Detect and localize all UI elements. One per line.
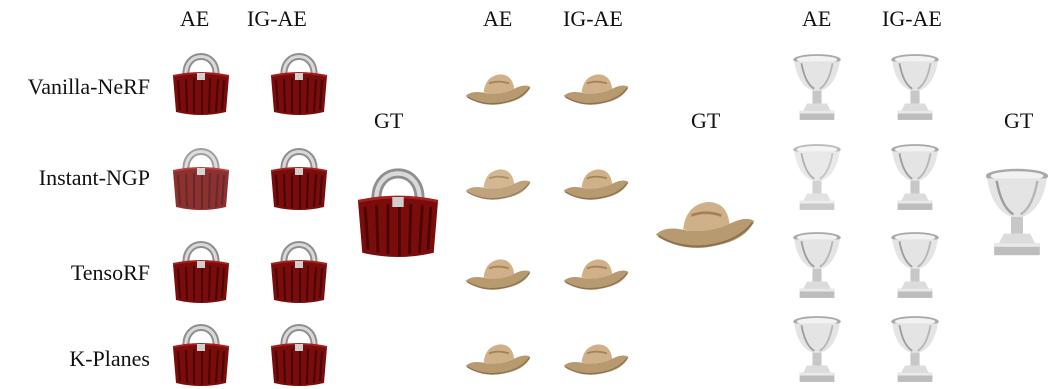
row-label-instant-ngp: Instant-NGP xyxy=(38,165,150,190)
bag-ae-k-planes xyxy=(166,313,236,389)
urn-ae-tensorf xyxy=(785,228,849,302)
row-label-k-planes: K-Planes xyxy=(69,346,150,371)
header-gt-urn: GT xyxy=(1004,108,1034,133)
bag-igae-instant-ngp xyxy=(264,137,334,213)
bag-ae-instant-ngp xyxy=(166,137,236,213)
row-label-vanilla-nerf: Vanilla-NeRF xyxy=(27,74,150,99)
bag-ae-vanilla-nerf xyxy=(166,42,236,118)
urn-ae-vanilla-nerf xyxy=(785,50,849,124)
header-gt-hat: GT xyxy=(691,108,721,133)
urn-ae-k-planes xyxy=(785,312,849,386)
header-gt-bag: GT xyxy=(374,108,404,133)
urn-gt xyxy=(975,152,1059,272)
hat-igae-vanilla-nerf xyxy=(560,60,632,114)
hat-ae-vanilla-nerf xyxy=(462,60,534,114)
header-igae-hat: IG-AE xyxy=(563,6,623,31)
bag-ae-tensorf xyxy=(166,230,236,306)
hat-gt xyxy=(650,180,760,262)
header-ae-hat: AE xyxy=(483,6,513,31)
urn-ae-instant-ngp xyxy=(785,140,849,214)
bag-igae-vanilla-nerf xyxy=(264,42,334,118)
hat-igae-instant-ngp xyxy=(560,155,632,209)
header-ae-bag: AE xyxy=(180,6,210,31)
urn-igae-tensorf xyxy=(883,228,947,302)
bag-gt xyxy=(348,152,448,262)
urn-igae-k-planes xyxy=(883,312,947,386)
urn-igae-vanilla-nerf xyxy=(883,50,947,124)
header-igae-urn: IG-AE xyxy=(882,6,942,31)
header-ae-urn: AE xyxy=(802,6,832,31)
hat-ae-k-planes xyxy=(462,330,534,384)
hat-ae-instant-ngp xyxy=(462,155,534,209)
hat-igae-k-planes xyxy=(560,330,632,384)
bag-igae-tensorf xyxy=(264,230,334,306)
header-igae-bag: IG-AE xyxy=(247,6,307,31)
row-label-tensorf: TensoRF xyxy=(70,260,150,285)
urn-igae-instant-ngp xyxy=(883,140,947,214)
bag-igae-k-planes xyxy=(264,313,334,389)
hat-ae-tensorf xyxy=(462,245,534,299)
hat-igae-tensorf xyxy=(560,245,632,299)
